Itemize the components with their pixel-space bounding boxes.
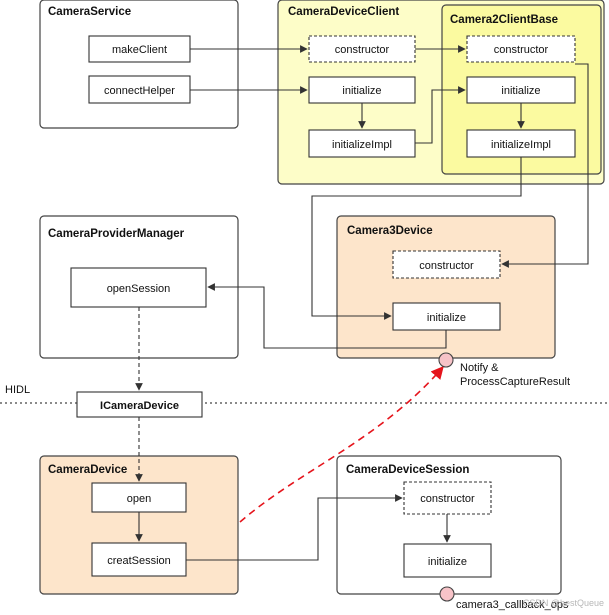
c3d-initialize-box[interactable]	[392, 302, 501, 331]
ccb-constructor-node[interactable]: constructor	[466, 35, 576, 63]
open-box[interactable]	[91, 482, 187, 513]
icamera-device-box[interactable]	[76, 391, 203, 418]
ccb-constructor-box[interactable]	[466, 35, 576, 63]
make-client-label: makeClient	[112, 44, 167, 56]
arrow-ccb-impl-to-c3d-initialize	[311, 157, 522, 320]
panel-camera-device-title: CameraDevice	[48, 464, 127, 476]
c3d-constructor-label: constructor	[419, 260, 474, 272]
make-client-box[interactable]	[88, 35, 191, 63]
cdc-initialize-node[interactable]: initialize	[308, 76, 416, 104]
notify-label-line2: ProcessCaptureResult	[460, 376, 570, 388]
notify-label-line1: Notify &	[460, 362, 499, 374]
cds-initialize-box[interactable]	[403, 543, 492, 578]
arrow-ccb-constructor-to-c3d-constructor	[501, 63, 589, 268]
c3d-constructor-box[interactable]	[392, 250, 501, 279]
cdc-initialize-label: initialize	[342, 85, 381, 97]
ccb-initialize-impl-label: initializeImpl	[491, 139, 551, 151]
cdc-initialize-impl-label: initializeImpl	[332, 139, 392, 151]
c3d-initialize-node[interactable]: initialize	[392, 302, 501, 331]
hidl-label: HIDL	[5, 384, 30, 396]
panel-camera-service: CameraService	[39, 0, 239, 129]
cds-initialize-label: initialize	[428, 556, 467, 568]
ccb-initialize-node[interactable]: initialize	[466, 76, 576, 104]
open-session-label: openSession	[107, 283, 171, 295]
ccb-initialize-impl-node[interactable]: initializeImpl	[466, 129, 576, 158]
callback-ops-label: camera3_callback_ops	[456, 599, 569, 611]
arrow-creatsession-to-cds-constructor	[186, 494, 403, 561]
notify-interface-dot[interactable]	[438, 352, 454, 368]
panel-camera-service-title: CameraService	[48, 6, 131, 18]
icamera-device-label: ICameraDevice	[100, 400, 179, 412]
watermark: CSDN @hestQueue	[523, 598, 604, 608]
make-client-node[interactable]: makeClient	[88, 35, 191, 63]
cds-constructor-node[interactable]: constructor	[403, 481, 492, 515]
panel-camera-device-session: CameraDeviceSession	[336, 455, 562, 595]
callback-ops-dot[interactable]	[439, 586, 455, 602]
cdc-constructor-box[interactable]	[308, 35, 416, 63]
cdc-initialize-impl-node[interactable]: initializeImpl	[308, 129, 416, 158]
icamera-device-node[interactable]: ICameraDevice	[76, 391, 203, 418]
panel-camera-device-session-title: CameraDeviceSession	[346, 464, 469, 476]
open-node[interactable]: open	[91, 482, 187, 513]
connect-helper-node[interactable]: connectHelper	[88, 75, 191, 104]
creat-session-node[interactable]: creatSession	[91, 542, 187, 577]
panel-camera-device-client-title: CameraDeviceClient	[288, 6, 399, 18]
panel-camera3-device-title: Camera3Device	[347, 225, 433, 237]
arrow-cdc-impl-to-ccb-initialize	[415, 86, 466, 144]
arrow-callback-notify	[239, 366, 444, 523]
arrow-c3d-initialize-to-opensession	[207, 283, 447, 349]
creat-session-label: creatSession	[107, 555, 171, 567]
open-session-box[interactable]	[70, 267, 207, 308]
cdc-constructor-node[interactable]: constructor	[308, 35, 416, 63]
ccb-initialize-label: initialize	[501, 85, 540, 97]
connect-helper-box[interactable]	[88, 75, 191, 104]
connect-helper-label: connectHelper	[104, 85, 175, 97]
cds-constructor-box[interactable]	[403, 481, 492, 515]
panel-camera-service-bg	[39, 0, 239, 129]
c3d-initialize-label: initialize	[427, 312, 466, 324]
cds-constructor-label: constructor	[420, 493, 475, 505]
panel-camera-provider-manager-title: CameraProviderManager	[48, 228, 185, 240]
cdc-constructor-label: constructor	[335, 44, 390, 56]
cdc-initialize-impl-box[interactable]	[308, 129, 416, 158]
cds-initialize-node[interactable]: initialize	[403, 543, 492, 578]
open-label: open	[127, 493, 151, 505]
panel-camera2-client-base-title: Camera2ClientBase	[450, 14, 558, 26]
ccb-constructor-label: constructor	[494, 44, 549, 56]
c3d-constructor-node[interactable]: constructor	[392, 250, 501, 279]
creat-session-box[interactable]	[91, 542, 187, 577]
open-session-node[interactable]: openSession	[70, 267, 207, 308]
ccb-initialize-impl-box[interactable]	[466, 129, 576, 158]
